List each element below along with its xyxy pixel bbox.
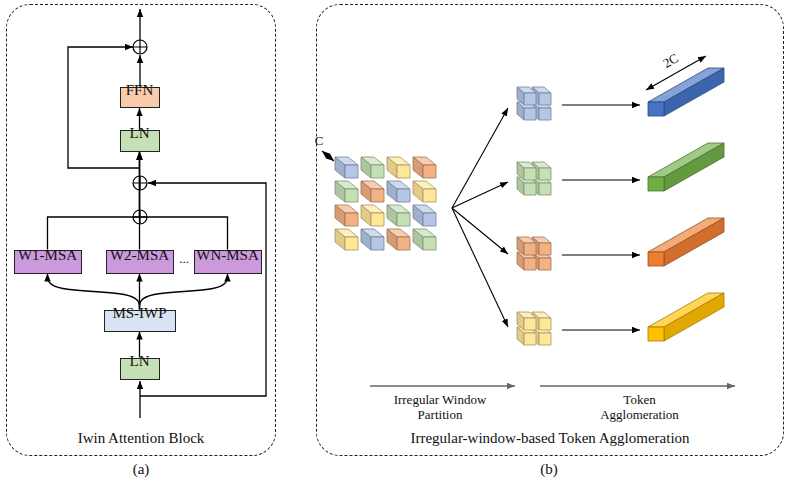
token-cube (361, 181, 384, 202)
input-arrow (139, 381, 140, 418)
box-label: FFN (121, 82, 159, 99)
flow-arrow (140, 274, 228, 310)
ffn-box: FFN (120, 87, 160, 108)
box-label: W1-MSA (15, 247, 81, 264)
stage-arrow (370, 385, 515, 387)
token-cube (648, 68, 724, 116)
partition-arrow (452, 208, 508, 327)
token-cube (648, 218, 724, 266)
token-cube (361, 157, 384, 178)
token-cube (413, 181, 436, 202)
attention-box: W1-MSA (14, 250, 82, 274)
dimension-label: C (312, 134, 326, 149)
box-label: LN (121, 353, 159, 370)
token-cube (335, 181, 358, 202)
partition-arrow (452, 182, 508, 208)
panel-caption: Iwin Attention Block (7, 430, 275, 447)
panel-caption: Irregular-window-based Token Agglomerati… (317, 430, 783, 447)
ellipsis: ... (176, 252, 192, 267)
panel-tag: (b) (529, 461, 569, 478)
token-cube (517, 237, 536, 255)
token-cube (648, 143, 724, 191)
flow-arrow (140, 152, 228, 250)
token-illustration (335, 68, 724, 345)
token-cube (413, 157, 436, 178)
token-cube (387, 181, 410, 202)
box-label: WN-MSA (195, 247, 261, 264)
agglomeration-arrow (562, 104, 640, 105)
flow-arrow (48, 152, 140, 250)
token-cube (517, 162, 536, 180)
partition-arrow (452, 208, 508, 254)
token-cube (335, 229, 358, 250)
partition-box: MS-IWP (104, 310, 176, 332)
flow-arrow (48, 274, 140, 310)
output-arrow (139, 9, 140, 40)
attention-box: W2-MSA (106, 250, 174, 274)
token-cube (648, 293, 724, 341)
dashed-panel: Irregular-window-based Token Agglomerati… (316, 4, 784, 456)
token-cube (387, 229, 410, 250)
dimension-label: 2C (656, 49, 686, 75)
agglomeration-arrow (562, 254, 640, 255)
token-cube (517, 87, 536, 105)
token-cube (387, 205, 410, 226)
token-cube (335, 157, 358, 178)
token-cube (361, 229, 384, 250)
box-label: LN (121, 125, 159, 142)
token-cube (413, 205, 436, 226)
attention-box: WN-MSA (194, 250, 262, 274)
stage-arrow (540, 385, 735, 387)
token-cube (361, 205, 384, 226)
token-cube (387, 157, 410, 178)
panel-tag: (a) (121, 461, 161, 478)
token-cube (517, 312, 536, 330)
box-label: W2-MSA (107, 247, 173, 264)
agglomeration-arrow (562, 179, 640, 180)
dashed-panel: Iwin Attention Block FFN LN W1-MSA W2-MSA WN-… (6, 4, 276, 456)
add-symbol (133, 40, 147, 54)
agglomeration-arrow (562, 329, 640, 330)
box-label: MS-IWP (105, 305, 175, 322)
dimension-line (322, 151, 334, 161)
stage-label: Irregular Window Partition (385, 393, 495, 423)
token-cube (335, 205, 358, 226)
norm-box: LN (120, 130, 160, 151)
norm-box: LN (120, 358, 160, 380)
token-cube (413, 229, 436, 250)
partition-arrow (452, 108, 508, 208)
stage-label: Token Agglomeration (592, 393, 687, 423)
